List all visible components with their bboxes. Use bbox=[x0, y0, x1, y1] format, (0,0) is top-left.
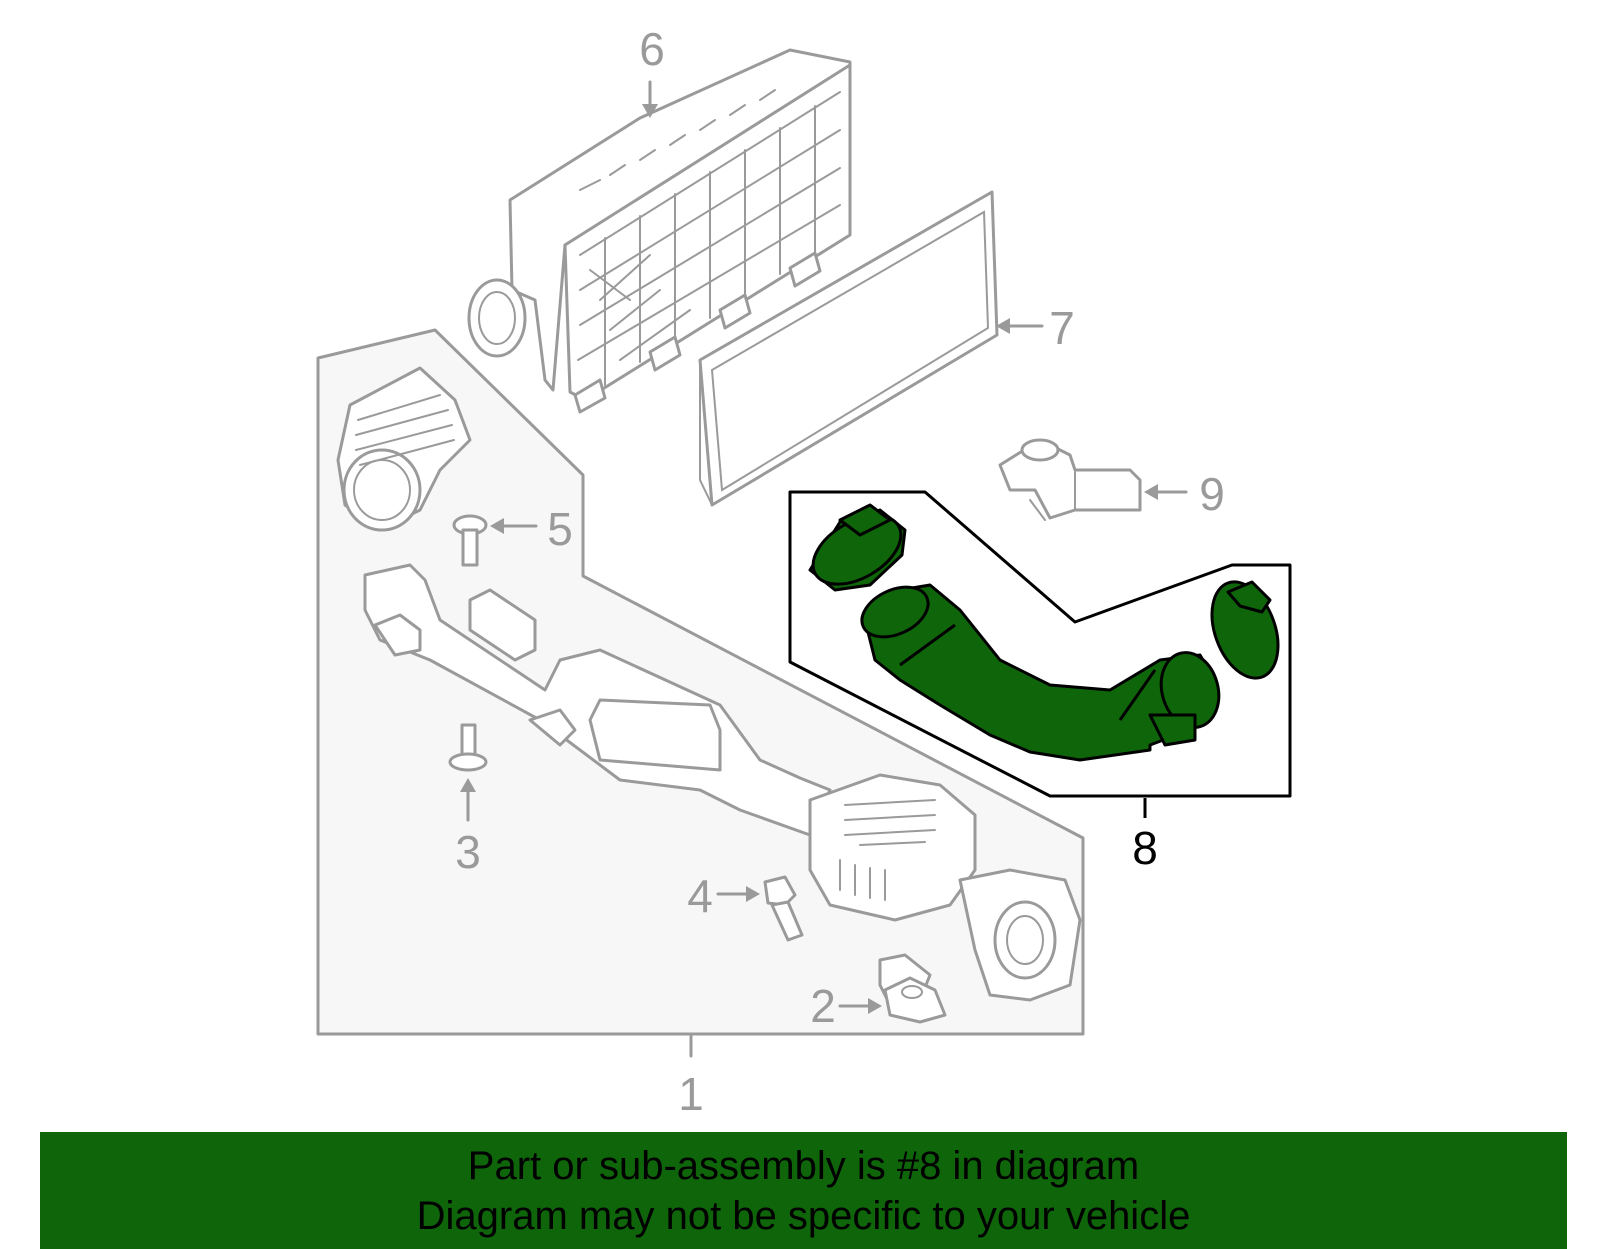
clip-5 bbox=[452, 514, 488, 567]
banner-line-2: Diagram may not be specific to your vehi… bbox=[416, 1193, 1191, 1238]
screw-4 bbox=[763, 875, 804, 942]
air-box-housing-6 bbox=[467, 48, 852, 414]
banner-line-1: Part or sub-assembly is #8 in diagram bbox=[467, 1143, 1140, 1188]
assembly-8-outline bbox=[788, 490, 1292, 798]
intake-duct-1 bbox=[336, 366, 1082, 1007]
callout-6: 6 bbox=[639, 23, 665, 75]
callout-1: 1 bbox=[678, 1068, 704, 1120]
callout-7: 7 bbox=[1049, 302, 1075, 354]
callout-3: 3 bbox=[455, 826, 481, 878]
callout-8: 8 bbox=[1132, 822, 1158, 874]
leader-lines bbox=[460, 80, 1188, 1058]
air-filter-7 bbox=[698, 190, 999, 507]
air-intake-hose-8 bbox=[808, 503, 1280, 762]
info-banner: Part or sub-assembly is #8 in diagram Di… bbox=[40, 1132, 1567, 1249]
grommet-2 bbox=[883, 976, 947, 1024]
callout-2: 2 bbox=[810, 980, 836, 1032]
callout-9: 9 bbox=[1199, 468, 1225, 520]
callout-5: 5 bbox=[547, 503, 573, 555]
bolt-3 bbox=[448, 723, 488, 772]
mass-airflow-sensor-9 bbox=[998, 438, 1142, 521]
callout-4: 4 bbox=[687, 870, 713, 922]
